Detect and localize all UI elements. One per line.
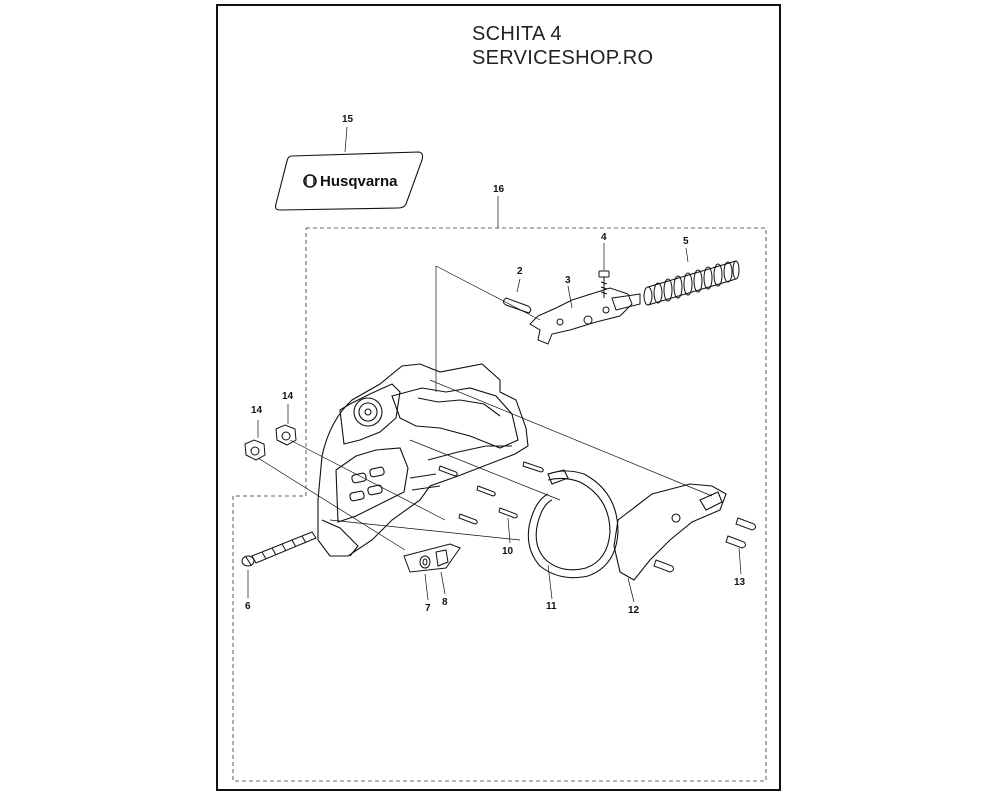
pin-2	[503, 297, 532, 314]
callout-13: 13	[734, 577, 746, 588]
spring-5	[643, 260, 740, 306]
tension-screw-6	[241, 531, 317, 567]
callout-12: 12	[628, 605, 640, 616]
cover-plate-12	[613, 483, 727, 581]
brake-lever-3	[529, 287, 641, 345]
callout-6: 6	[245, 601, 251, 612]
washer-7	[419, 555, 431, 569]
callout-8: 8	[442, 597, 448, 608]
brake-band-11	[527, 469, 619, 579]
callout-10: 10	[502, 546, 514, 557]
callout-16: 16	[493, 184, 505, 195]
sheet-subtitle: SERVICESHOP.RO	[472, 47, 654, 69]
guide-pins	[438, 461, 544, 525]
drawing-frame	[216, 4, 781, 791]
husqvarna-decal-15	[274, 151, 424, 211]
callout-14-right: 14	[282, 391, 294, 402]
callout-14-left: 14	[251, 405, 263, 416]
sheet-title: SCHITA 4	[472, 23, 562, 45]
callout-5: 5	[683, 236, 689, 247]
callout-3: 3	[565, 275, 571, 286]
callout-2: 2	[517, 266, 523, 277]
plate-8	[403, 543, 461, 573]
callout-numbers: 15 16 2 3 4 5 14 14 6 7 8 10 11 12 13	[245, 114, 746, 616]
clutch-cover-housing	[317, 363, 529, 557]
callout-11: 11	[546, 601, 557, 612]
callout-4: 4	[601, 232, 607, 243]
nut-14-left	[244, 439, 266, 461]
pin-10	[498, 507, 518, 519]
callout-15: 15	[342, 114, 354, 125]
nut-14-right	[275, 424, 297, 446]
assembly-outline-16	[232, 227, 767, 782]
decal-brand-text: Husqvarna	[320, 173, 398, 190]
callout-7: 7	[425, 603, 431, 614]
screws-13	[653, 517, 757, 573]
screw-4	[598, 270, 610, 298]
leader-lines	[247, 126, 742, 603]
